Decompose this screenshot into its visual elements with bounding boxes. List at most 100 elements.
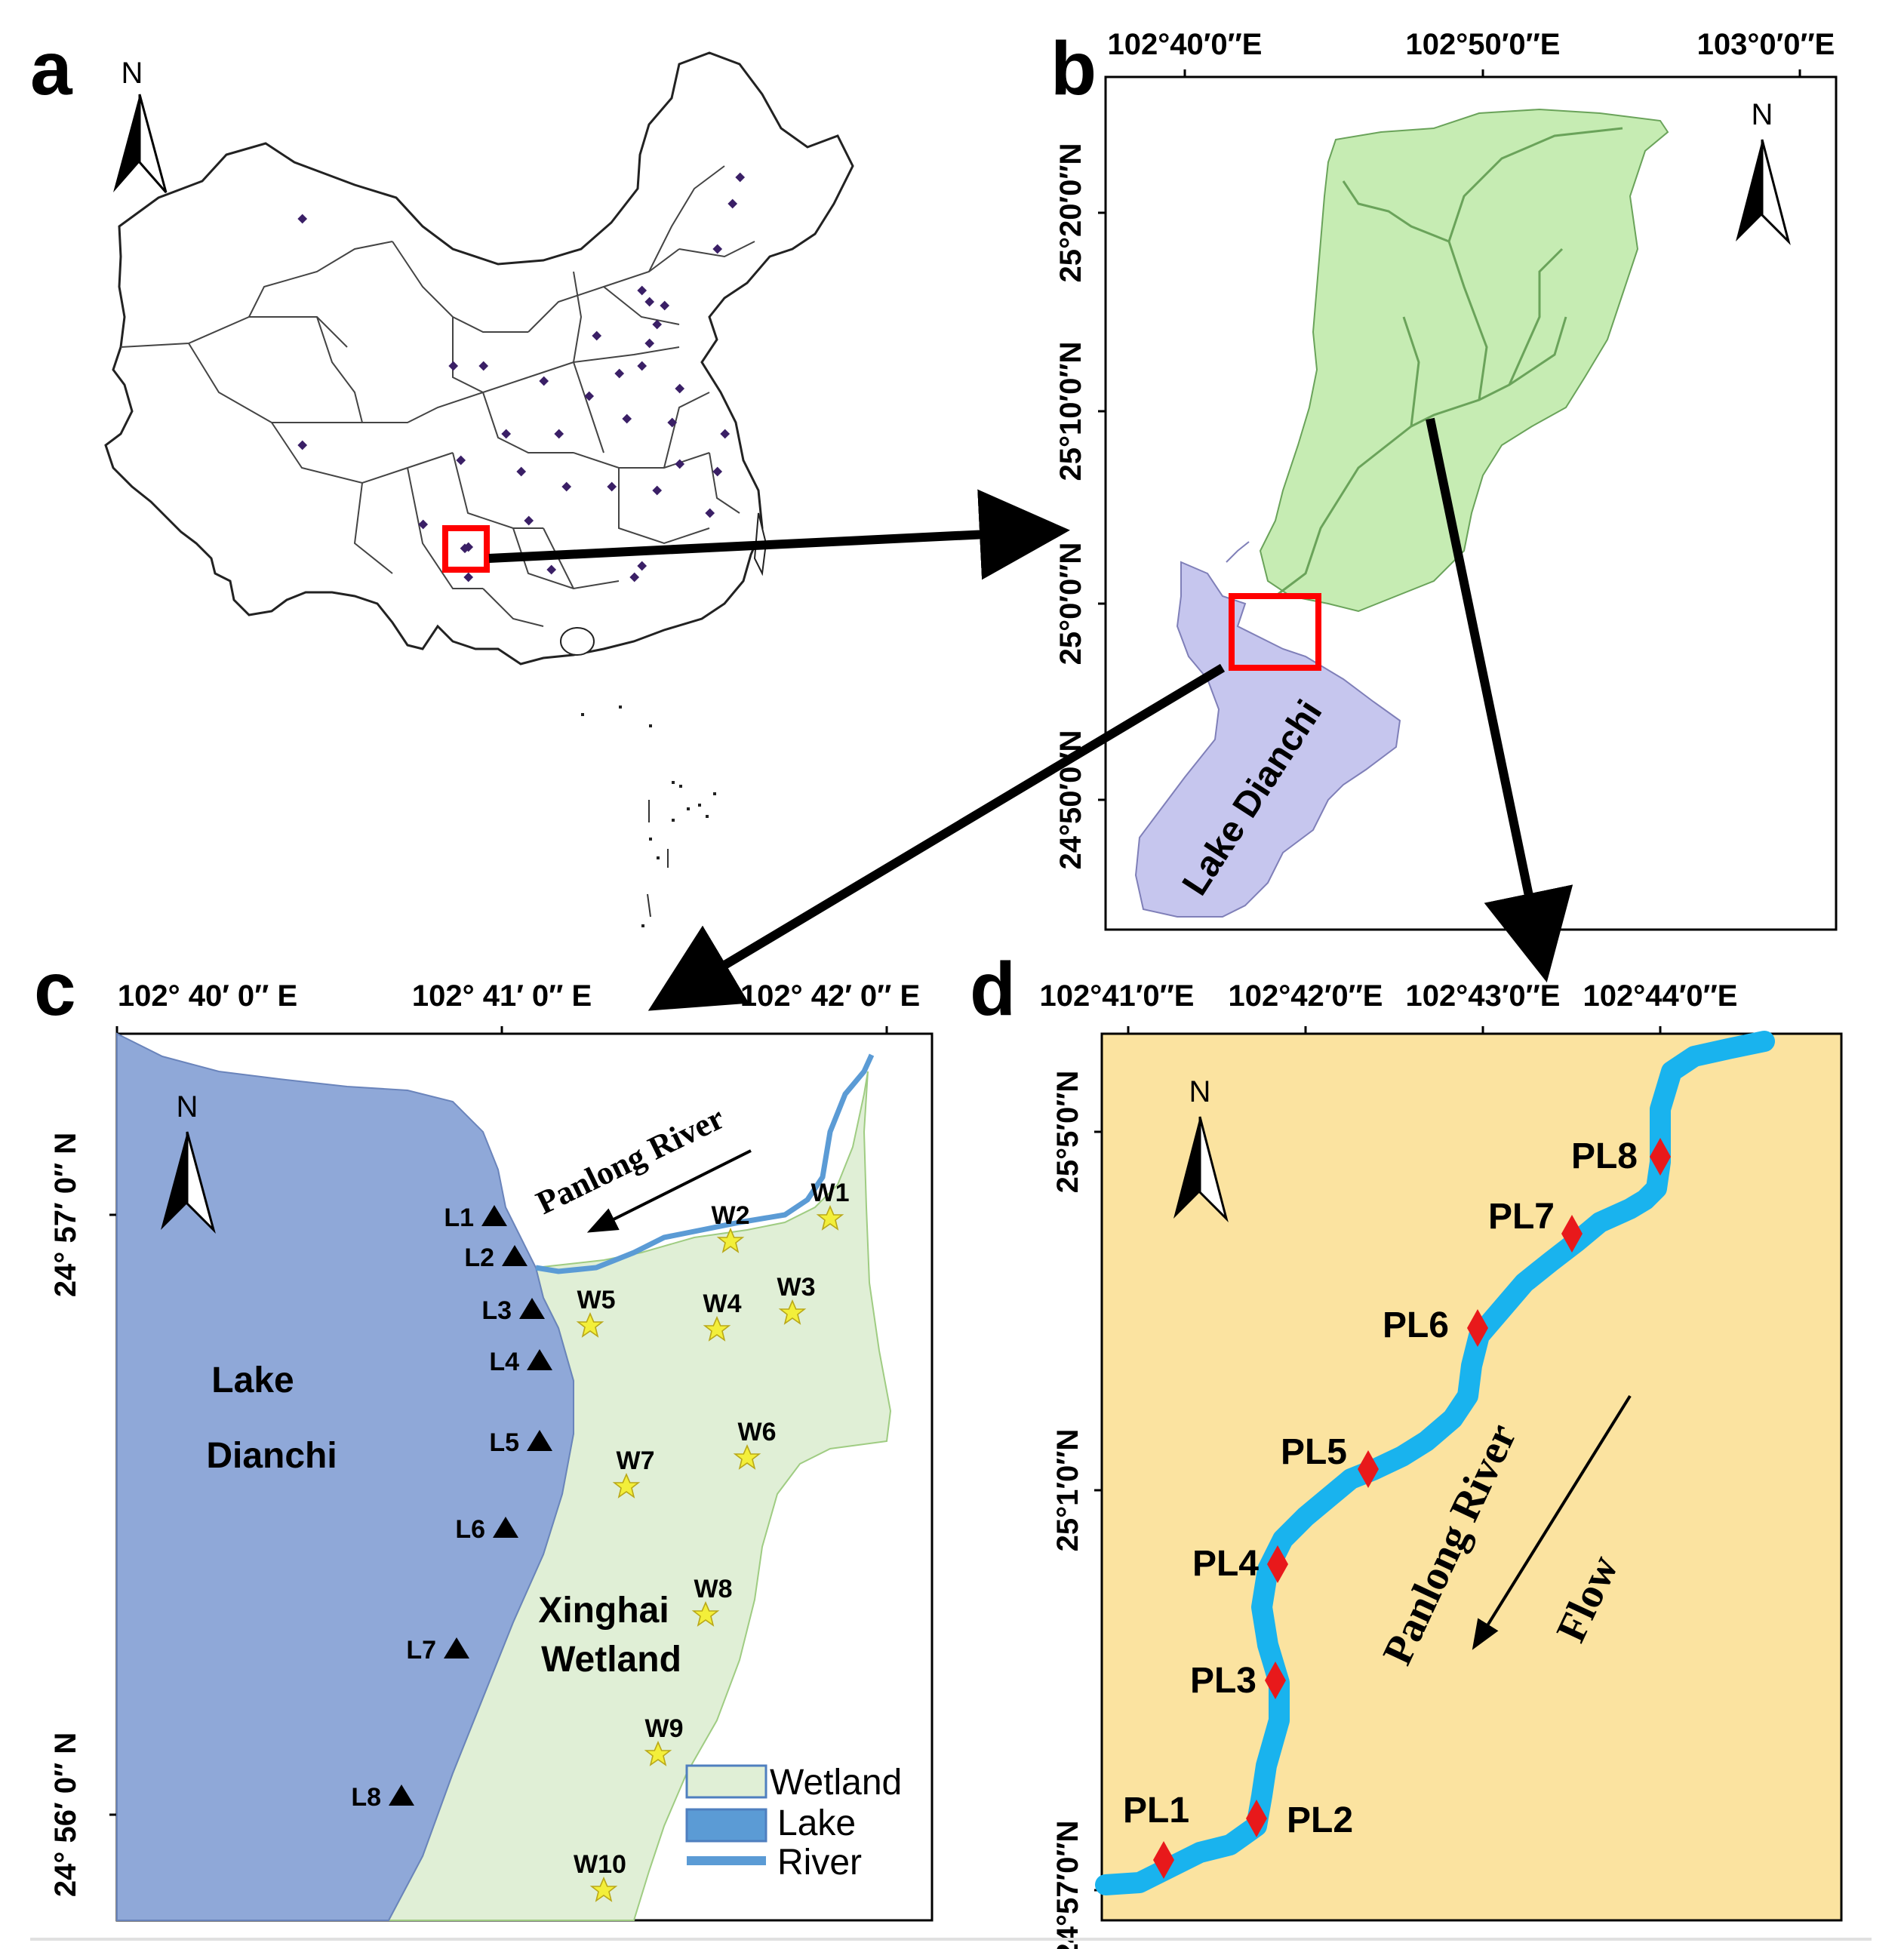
wetland-site-w9: W9 (645, 1714, 684, 1766)
svg-text:PL5: PL5 (1281, 1432, 1347, 1472)
legend-swatch-lake (685, 1808, 767, 1843)
province-borders (120, 165, 755, 627)
d-lon-label-1: 102°41′0″E (1040, 979, 1195, 1013)
lake-dianchi-b (1134, 561, 1401, 918)
panel-a-letter: a (30, 26, 73, 111)
wetland-site-w2: W2 (712, 1201, 750, 1253)
hainan-island (560, 627, 595, 656)
svg-text:W6: W6 (738, 1418, 777, 1446)
lake-site-l5: L5 (489, 1428, 552, 1457)
c-lon-label-3: 102° 42′ 0″ E (740, 979, 920, 1013)
north-label-b: N (1752, 98, 1773, 131)
watershed-streams (1275, 127, 1623, 598)
china-outline (104, 51, 854, 666)
provincial-capitals (297, 172, 746, 583)
c-lon-label-1: 102° 40′ 0″ E (118, 979, 297, 1013)
river-sites: PL1 PL2 PL3 PL4 PL5 PL6 PL7 PL8 (1123, 1136, 1671, 1879)
d-lon-label-4: 102°44′0″E (1583, 979, 1738, 1013)
svg-text:PL7: PL7 (1488, 1197, 1555, 1237)
d-lat-label-1: 25°5′0″N (1051, 1071, 1084, 1194)
river-site-pl7: PL7 (1488, 1197, 1583, 1253)
b-lat-label-3: 25°0′0″N (1054, 543, 1087, 666)
kunming-highlight-box (442, 525, 490, 573)
panel-b: b 102°40′0″E 102°50′0″E 103°0′0″E 25°20′… (1050, 26, 1838, 931)
north-arrow-a: N (113, 57, 168, 193)
c-lon-label-2: 102° 41′ 0″ E (412, 979, 592, 1013)
river-site-pl1: PL1 (1123, 1791, 1189, 1879)
d-lat-label-3: 24°57′0″N (1051, 1821, 1084, 1949)
legend-label-river: River (777, 1843, 862, 1883)
panel-b-letter: b (1050, 26, 1097, 111)
svg-text:L4: L4 (489, 1348, 519, 1376)
c-wetland-label-2: Wetland (541, 1640, 681, 1680)
nine-dash-line (647, 800, 669, 918)
svg-text:W7: W7 (617, 1446, 655, 1475)
lake-site-l2: L2 (464, 1243, 528, 1272)
svg-text:W9: W9 (645, 1714, 684, 1743)
lake-site-l1: L1 (444, 1204, 507, 1232)
north-label-d: N (1189, 1075, 1211, 1108)
svg-text:W1: W1 (811, 1179, 850, 1207)
svg-text:W5: W5 (577, 1286, 616, 1314)
lake-site-l3: L3 (481, 1296, 545, 1325)
arrow-b-to-c (647, 663, 1226, 1011)
lake-site-l7: L7 (406, 1636, 469, 1665)
panel-d: d 102°41′0″E 102°42′0″E 102°43′0″E 102°4… (970, 947, 1843, 1949)
wetland-site-w7: W7 (614, 1446, 655, 1498)
wetland-site-w6: W6 (734, 1418, 777, 1469)
b-lon-label-2: 102°50′0″E (1406, 28, 1561, 61)
river-site-pl6: PL6 (1383, 1305, 1488, 1347)
wetland-site-w3: W3 (777, 1273, 816, 1324)
wetland-site-w1: W1 (811, 1179, 850, 1230)
lake-b-inlet (1226, 541, 1250, 563)
arrow-a-to-b (488, 489, 1070, 580)
c-lat-label-2: 24° 56′ 0″ N (49, 1732, 82, 1897)
panel-c-ticks (109, 1026, 888, 1816)
wetland-site-w4: W4 (703, 1290, 742, 1341)
b-lon-label-1: 102°40′0″E (1108, 28, 1263, 61)
legend-swatch-wetland (685, 1764, 767, 1799)
wetland-sites: W1 W2 W3 W4 W5 W6 W7 W8 W9 W10 (574, 1179, 850, 1901)
panel-d-frame (1100, 1032, 1843, 1922)
svg-text:PL8: PL8 (1571, 1136, 1638, 1176)
north-label-a: N (121, 57, 143, 90)
svg-text:L2: L2 (464, 1243, 494, 1272)
wetland-site-w5: W5 (577, 1286, 616, 1337)
b-lat-label-1: 25°20′0″N (1054, 143, 1087, 283)
panlong-river-c (535, 1053, 875, 1274)
wetland-site-w10: W10 (574, 1850, 626, 1901)
svg-text:L5: L5 (489, 1428, 519, 1457)
north-arrow-b: N (1736, 98, 1791, 245)
lake-dianchi-c (116, 1032, 574, 1921)
svg-text:PL3: PL3 (1190, 1661, 1257, 1701)
lake-site-l8: L8 (351, 1783, 414, 1812)
study-area-highlight-box (1229, 593, 1321, 671)
legend-label-lake: Lake (777, 1803, 856, 1843)
lake-site-l4: L4 (489, 1348, 552, 1376)
panlong-watershed (1259, 108, 1669, 613)
d-lon-label-3: 102°43′0″E (1406, 979, 1561, 1013)
river-site-pl8: PL8 (1571, 1136, 1671, 1176)
panel-c: c 102° 40′ 0″ E 102° 41′ 0″ E 102° 42′ 0… (34, 947, 934, 1922)
c-legend: Wetland Lake River (685, 1763, 902, 1883)
c-flow-arrow (586, 1149, 752, 1233)
d-lon-label-2: 102°42′0″E (1229, 979, 1383, 1013)
svg-text:PL4: PL4 (1192, 1544, 1259, 1584)
c-wetland-label-1: Xinghai (538, 1591, 669, 1631)
river-site-pl5: PL5 (1281, 1432, 1379, 1488)
river-site-pl4: PL4 (1192, 1544, 1288, 1584)
kunming-dot (460, 543, 470, 554)
b-lon-label-3: 103°0′0″E (1697, 28, 1835, 61)
river-site-pl3: PL3 (1190, 1661, 1286, 1701)
wetland-site-w8: W8 (693, 1575, 733, 1626)
svg-text:W4: W4 (703, 1290, 742, 1318)
c-lat-label-1: 24° 57′ 0″ N (49, 1133, 82, 1297)
arrow-b-to-d (1426, 417, 1573, 983)
north-label-c: N (177, 1090, 198, 1124)
svg-text:PL6: PL6 (1383, 1305, 1449, 1345)
panel-b-ticks (1098, 69, 1801, 801)
svg-text:PL1: PL1 (1123, 1791, 1189, 1831)
legend-label-wetland: Wetland (770, 1763, 902, 1803)
svg-text:L6: L6 (455, 1515, 485, 1544)
